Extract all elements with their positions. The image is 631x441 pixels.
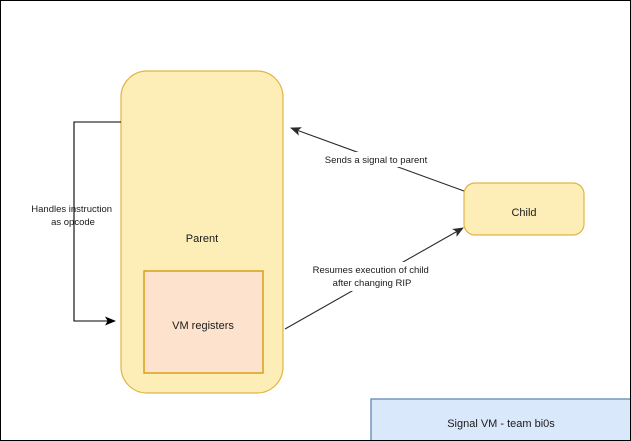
resumes-execution-label: Resumes execution of child after changin… [313, 265, 432, 289]
resumes-execution-label-line-1: Resumes execution of child [313, 265, 429, 276]
handles-instruction-label-line-2: as opcode [51, 217, 95, 228]
handles-instruction-arrow [73, 121, 121, 326]
node-child[interactable]: Child [463, 182, 585, 236]
handles-instruction-label: Handles instruction as opcode [31, 204, 114, 228]
handles-instruction-label-line-1: Handles instruction [31, 204, 112, 215]
vm-registers-label: VM registers [172, 320, 234, 332]
edge-resumes-execution: Resumes execution of child after changin… [284, 227, 464, 330]
footer-box[interactable] [370, 398, 631, 441]
resumes-execution-label-backdrop [297, 262, 447, 291]
node-vm-registers[interactable]: VM registers [143, 270, 264, 374]
parent-label: Parent [186, 233, 218, 245]
child-label: Child [511, 207, 536, 219]
resumes-execution-label-line-2: after changing RIP [333, 278, 412, 289]
footer-banner[interactable]: Signal VM - team bi0s [370, 398, 631, 441]
edge-handles-instruction: Handles instruction as opcode [31, 121, 121, 326]
sends-signal-label-backdrop [304, 152, 448, 167]
child-box[interactable] [463, 182, 585, 236]
edge-sends-signal-to-parent: Sends a signal to parent [290, 127, 465, 192]
footer-label: Signal VM - team bi0s [447, 418, 555, 430]
sends-signal-label: Sends a signal to parent [325, 155, 428, 166]
vm-registers-box[interactable] [143, 270, 264, 374]
sends-signal-label-line-1: Sends a signal to parent [325, 155, 428, 166]
